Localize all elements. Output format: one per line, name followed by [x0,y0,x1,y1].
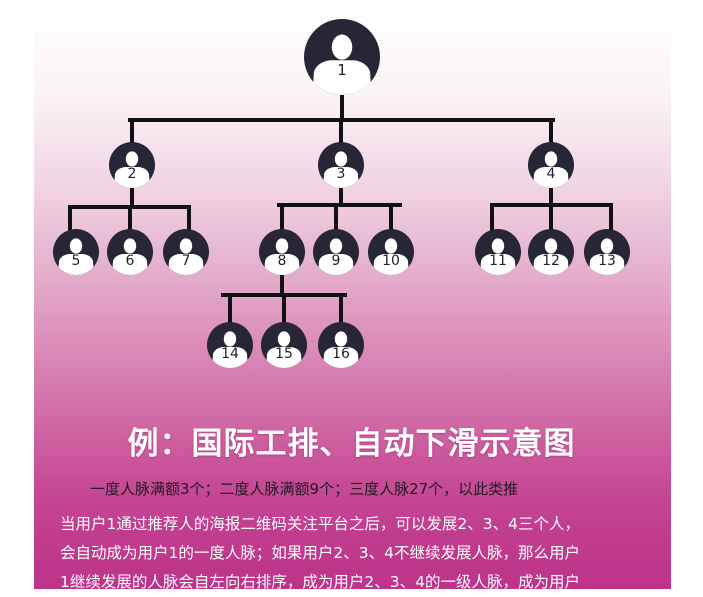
person-shoulders [533,254,569,275]
person-icon [312,34,372,95]
person-shoulders [114,167,150,188]
person-head [329,238,343,254]
node-label: 7 [182,253,191,269]
person-shoulders [212,347,248,368]
person-icon [589,238,625,275]
person-icon [264,238,300,275]
person-icon [323,151,359,188]
person-icon [114,151,150,188]
person-head [334,331,348,347]
tree-node-13: 13 [584,229,630,275]
diagram-title: 例：国际工排、自动下滑示意图 [127,426,576,462]
person-head [123,238,137,254]
tree-node-12: 12 [528,229,574,275]
person-head [334,151,348,167]
person-icon [373,238,409,275]
tree-node-3: 3 [318,142,364,188]
person-icon [480,238,516,275]
person-head [544,238,558,254]
tree-node-6: 6 [107,229,153,275]
tree-node-16: 16 [318,322,364,368]
node-label: 13 [598,253,616,269]
connector-group-1 [128,91,555,148]
connector-group-3 [277,184,402,235]
person-icon [533,238,569,275]
person-head [277,331,291,347]
description-line-3: 1继续发展的人脉会自左向右排序，成为用户2、3、4的一级人脉，成为用户 [60,573,580,591]
person-icon [318,238,354,275]
node-label: 11 [489,253,507,269]
person-head [179,238,193,254]
person-shoulders [264,254,300,275]
node-label: 5 [72,253,81,269]
person-head [331,34,353,60]
node-label: 3 [337,166,346,182]
person-head [491,238,505,254]
node-label: 8 [278,253,287,269]
diagram-subtitle: 一度人脉满额3个；二度人脉满额9个；三度人脉27个，以此类推 [90,480,519,498]
person-icon [533,151,569,188]
node-label: 14 [221,346,239,362]
person-head [544,151,558,167]
person-shoulders [112,254,148,275]
tree-node-9: 9 [313,229,359,275]
connector-group-2 [68,184,191,235]
node-label: 2 [128,166,137,182]
node-label: 9 [332,253,341,269]
connector-lines [68,91,613,328]
person-shoulders [323,167,359,188]
person-shoulders [266,347,302,368]
person-icon [323,331,359,368]
person-head [384,238,398,254]
person-icon [266,331,302,368]
description-text: 当用户1通过推荐人的海报二维码关注平台之后，可以发展2、3、4三个人， 会自动成… [60,510,670,597]
tree-node-15: 15 [261,322,307,368]
person-head [125,151,139,167]
person-shoulders [312,60,372,95]
person-icon [168,238,204,275]
person-shoulders [323,347,359,368]
person-icon [112,238,148,275]
description-line-1: 当用户1通过推荐人的海报二维码关注平台之后，可以发展2、3、4三个人， [60,515,580,533]
person-icon [212,331,248,368]
person-shoulders [318,254,354,275]
node-label: 12 [542,253,560,269]
tree-node-11: 11 [475,229,521,275]
tree-node-7: 7 [163,229,209,275]
tree-node-14: 14 [207,322,253,368]
node-label: 1 [337,61,347,79]
person-head [275,238,289,254]
description-line-2: 会自动成为用户1的一度人脉；如果用户2、3、4不继续发展人脉，那么用户 [60,544,580,562]
node-label: 4 [547,166,556,182]
tree-node-2: 2 [109,142,155,188]
tree-node-8: 8 [259,229,305,275]
node-label: 6 [126,253,135,269]
tree-node-5: 5 [53,229,99,275]
person-shoulders [589,254,625,275]
person-shoulders [58,254,94,275]
person-head [69,238,83,254]
tree-node-4: 4 [528,142,574,188]
person-shoulders [168,254,204,275]
diagram-background [34,0,671,589]
person-head [600,238,614,254]
person-head [223,331,237,347]
person-shoulders [533,167,569,188]
person-shoulders [480,254,516,275]
node-label: 15 [275,346,293,362]
node-label: 10 [382,253,400,269]
node-label: 16 [332,346,350,362]
person-icon [58,238,94,275]
tree-node-1: 1 [304,19,380,95]
tree-node-10: 10 [368,229,414,275]
person-shoulders [373,254,409,275]
connector-group-8 [221,271,347,328]
connector-group-4 [490,184,613,235]
